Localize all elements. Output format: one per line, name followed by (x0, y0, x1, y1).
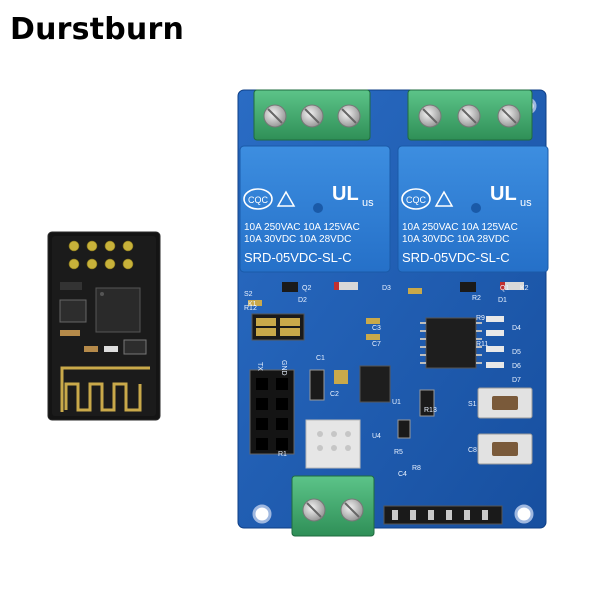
terminal-block-right (407, 89, 533, 141)
us-text-2: us (520, 197, 532, 209)
svg-text:D5: D5 (512, 349, 521, 356)
smd-components (248, 282, 524, 368)
svg-text:K2: K2 (520, 285, 529, 292)
relay-2: CQC UL us 10A 250VAC 10A 125VAC 10A 30VD… (397, 145, 549, 273)
relay-2-model: SRD-05VDC-SL-C (402, 250, 510, 265)
svg-text:D7: D7 (512, 377, 521, 384)
svg-text:GND: GND (280, 360, 287, 376)
brand-watermark: Durstburn (10, 12, 185, 47)
jumper-block (251, 313, 305, 341)
svg-text:R11: R11 (476, 341, 488, 348)
push-button-s2 (477, 387, 533, 419)
svg-text:D2: D2 (298, 297, 307, 304)
us-text-1: us (362, 197, 374, 209)
esp01-antenna (60, 366, 150, 412)
component-module (305, 419, 361, 469)
cqc-text-1: CQC (248, 195, 269, 205)
svg-text:S1: S1 (468, 401, 477, 408)
relay-2-rating-1: 10A 250VAC 10A 125VAC (402, 222, 518, 233)
svg-text:R1: R1 (278, 451, 287, 458)
svg-text:Q2: Q2 (302, 285, 311, 292)
svg-text:C8: C8 (468, 447, 477, 454)
svg-text:C2: C2 (330, 391, 339, 398)
svg-text:D6: D6 (512, 363, 521, 370)
svg-text:U1: U1 (392, 399, 401, 406)
terminal-block-bottom (291, 475, 375, 537)
esp-socket (249, 369, 295, 455)
silkscreen-labels: S2 K1 K2 D1 D2 D3 D4 D5 D6 D7 Q1 Q2 R1 R… (244, 285, 529, 478)
relay-board: CQC UL us 10A 250VAC 10A 125VAC 10A 30VD… (237, 89, 549, 537)
relay-1-rating-2: 10A 30VDC 10A 28VDC (244, 234, 351, 245)
svg-text:R8: R8 (412, 465, 421, 472)
relay-1: CQC UL us 10A 250VAC 10A 125VAC 10A 30VD… (239, 145, 391, 273)
voltage-regulator (359, 365, 391, 403)
svg-text:U4: U4 (372, 433, 381, 440)
svg-text:C4: C4 (398, 471, 407, 478)
svg-text:R5: R5 (394, 449, 403, 456)
relay-1-model: SRD-05VDC-SL-C (244, 250, 352, 265)
svg-text:D4: D4 (512, 325, 521, 332)
ul-mark-2: UL (490, 183, 517, 205)
ul-mark-1: UL (332, 183, 359, 205)
esp01-header-pins (68, 240, 134, 270)
svg-text:TX: TX (256, 362, 263, 371)
svg-text:C1: C1 (316, 355, 325, 362)
cqc-mark-2 (401, 188, 431, 210)
svg-text:C7: C7 (372, 341, 381, 348)
push-button-s1 (477, 433, 533, 465)
svg-text:R13: R13 (424, 407, 437, 414)
svg-text:C3: C3 (372, 325, 381, 332)
svg-text:R2: R2 (472, 295, 481, 302)
svg-text:K1: K1 (248, 301, 257, 308)
svg-text:D1: D1 (498, 297, 507, 304)
svg-text:R9: R9 (476, 315, 485, 322)
cqc-text-2: CQC (406, 195, 427, 205)
warning-icon (276, 190, 296, 207)
terminal-block-left (253, 89, 371, 141)
svg-text:S2: S2 (244, 291, 253, 298)
warning-icon (434, 190, 454, 207)
svg-text:R12: R12 (244, 305, 257, 312)
cqc-mark-1 (243, 188, 273, 210)
esp01-module (47, 231, 161, 421)
relay-2-rating-2: 10A 30VDC 10A 28VDC (402, 234, 509, 245)
main-ic (425, 317, 477, 369)
svg-text:D3: D3 (382, 285, 391, 292)
svg-text:Q1: Q1 (500, 285, 509, 292)
relay-1-rating-1: 10A 250VAC 10A 125VAC (244, 222, 360, 233)
